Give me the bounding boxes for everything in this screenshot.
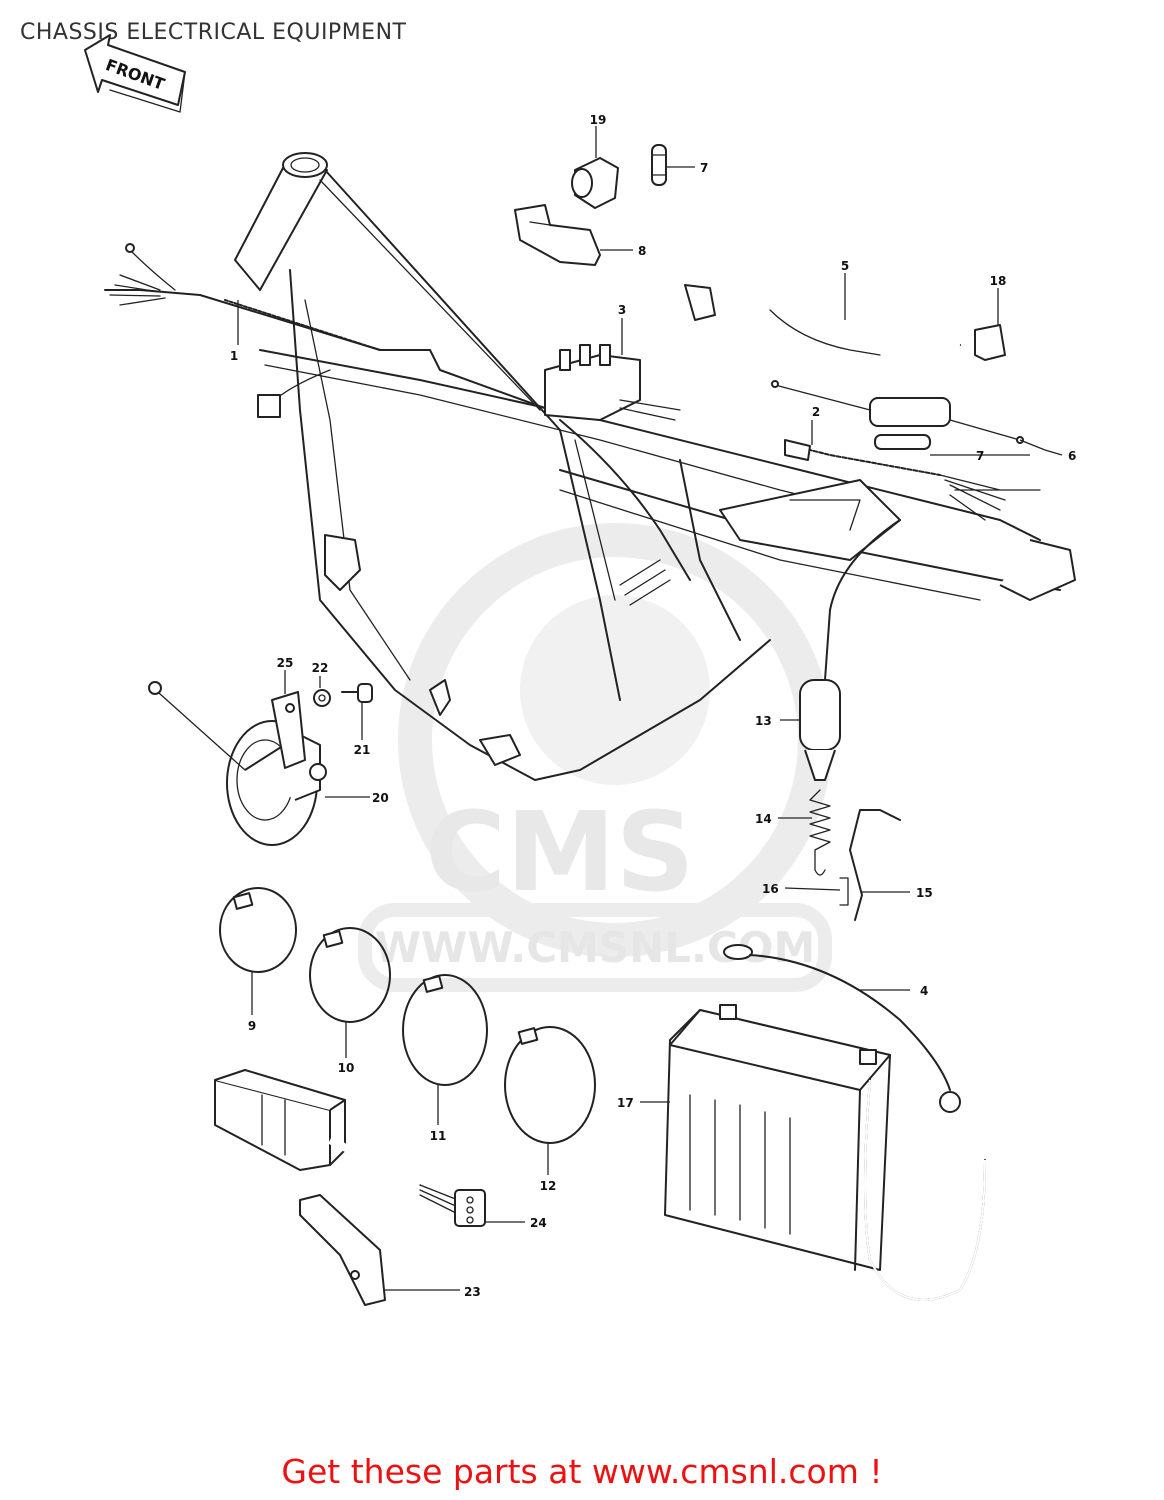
label-part-15: 15 xyxy=(916,886,933,900)
label-part-18: 18 xyxy=(990,274,1007,288)
label-part-5: 5 xyxy=(841,259,849,273)
label-part-21: 21 xyxy=(354,743,371,757)
label-part-19: 19 xyxy=(590,113,607,127)
label-part-2: 2 xyxy=(812,405,820,419)
label-part-13: 13 xyxy=(755,714,772,728)
part-13-condenser xyxy=(799,519,901,781)
part-24-ignition-unit xyxy=(214,1069,486,1227)
label-part-14: 14 xyxy=(755,812,772,826)
label-part-16: 16 xyxy=(762,882,779,896)
watermark: CMS WWW.CMSNL.COM xyxy=(358,523,832,992)
label-part-11: 11 xyxy=(430,1129,447,1143)
label-part-6: 6 xyxy=(1068,449,1076,463)
label-part-22: 22 xyxy=(312,661,329,675)
label-part-8: 8 xyxy=(638,244,646,258)
part-21-bolt xyxy=(341,683,373,703)
part-12-band xyxy=(504,1026,596,1144)
part-2-tail-harness xyxy=(784,439,1041,521)
part-4-ground-cable xyxy=(723,944,961,1113)
part-11-band xyxy=(402,974,488,1086)
part-17-battery xyxy=(664,1004,986,1301)
label-part-24: 24 xyxy=(530,1216,547,1230)
label-part-1: 1 xyxy=(230,349,238,363)
part-7-fuse-spare xyxy=(874,434,931,450)
label-part-4: 4 xyxy=(920,984,928,998)
part-8-connector xyxy=(514,204,601,266)
part-16-clip xyxy=(839,877,849,906)
leader-lines xyxy=(237,126,1063,1291)
label-part-10: 10 xyxy=(338,1061,355,1075)
part-18-terminal-cover xyxy=(974,324,1006,361)
part-14-spring xyxy=(809,789,831,876)
label-part-25: 25 xyxy=(277,656,294,670)
label-part-3: 3 xyxy=(618,303,626,317)
part-5-battery-cable xyxy=(684,284,961,356)
part-labels: 1 2 3 4 5 6 7 7 8 9 10 11 12 13 14 15 16… xyxy=(230,113,1077,1299)
label-part-17: 17 xyxy=(617,1096,634,1110)
part-22-nut xyxy=(313,689,331,707)
part-3-regulator xyxy=(544,344,681,421)
label-part-7-top: 7 xyxy=(700,161,708,175)
label-part-7-spare: 7 xyxy=(976,449,984,463)
label-part-12: 12 xyxy=(540,1179,557,1193)
part-9-band xyxy=(219,887,297,973)
label-part-20: 20 xyxy=(372,791,389,805)
part-23-bracket xyxy=(299,1194,386,1306)
part-7-fuse-top xyxy=(651,144,667,186)
page-title: CHASSIS ELECTRICAL EQUIPMENT xyxy=(20,20,407,45)
label-part-9: 9 xyxy=(248,1019,256,1033)
part-6-fuse-holder xyxy=(771,380,1024,444)
front-arrow: FRONT xyxy=(84,34,186,113)
part-10-band xyxy=(309,927,391,1023)
part-1-wiring-harness xyxy=(104,243,691,606)
part-19-relay xyxy=(571,157,619,209)
part-15-switch-rod xyxy=(849,809,901,921)
label-part-23: 23 xyxy=(464,1285,481,1299)
part-25-horn-bracket xyxy=(271,691,306,769)
watermark-brand: CMS xyxy=(425,788,694,916)
get-parts-link[interactable]: Get these parts at www.cmsnl.com ! xyxy=(281,1452,883,1491)
motorcycle-frame xyxy=(234,152,1076,781)
